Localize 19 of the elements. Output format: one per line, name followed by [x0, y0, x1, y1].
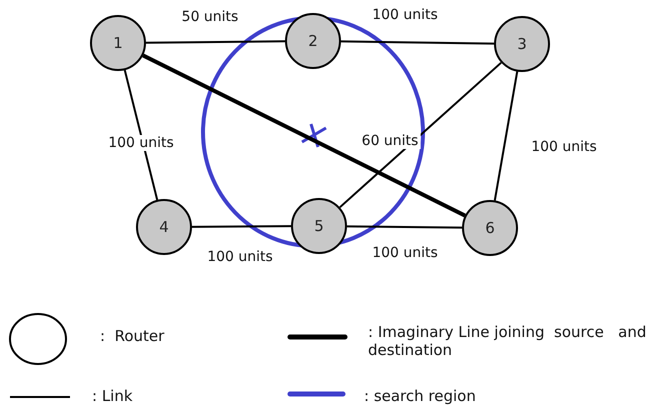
- legend-text: : search region: [364, 387, 477, 405]
- thick-line: [142, 54, 466, 218]
- router-node: 1: [90, 15, 146, 71]
- router-node: 4: [136, 199, 192, 255]
- edge-label: 60 units: [360, 133, 420, 149]
- link-line: [192, 225, 291, 228]
- router-node: 5: [291, 198, 347, 254]
- link-line: [339, 62, 502, 208]
- router-node: 6: [462, 200, 518, 256]
- router-node: 3: [494, 16, 550, 72]
- link-line: [124, 70, 158, 200]
- legend-text: : Imaginary Line joining source and destination: [368, 323, 648, 359]
- link-line: [146, 40, 286, 44]
- link-line: [346, 225, 462, 229]
- legend-text: : Link: [92, 387, 134, 405]
- router-node: 2: [285, 13, 341, 69]
- link-line: [340, 40, 494, 45]
- link-line: [494, 71, 518, 201]
- legend-text: : Router: [100, 327, 166, 345]
